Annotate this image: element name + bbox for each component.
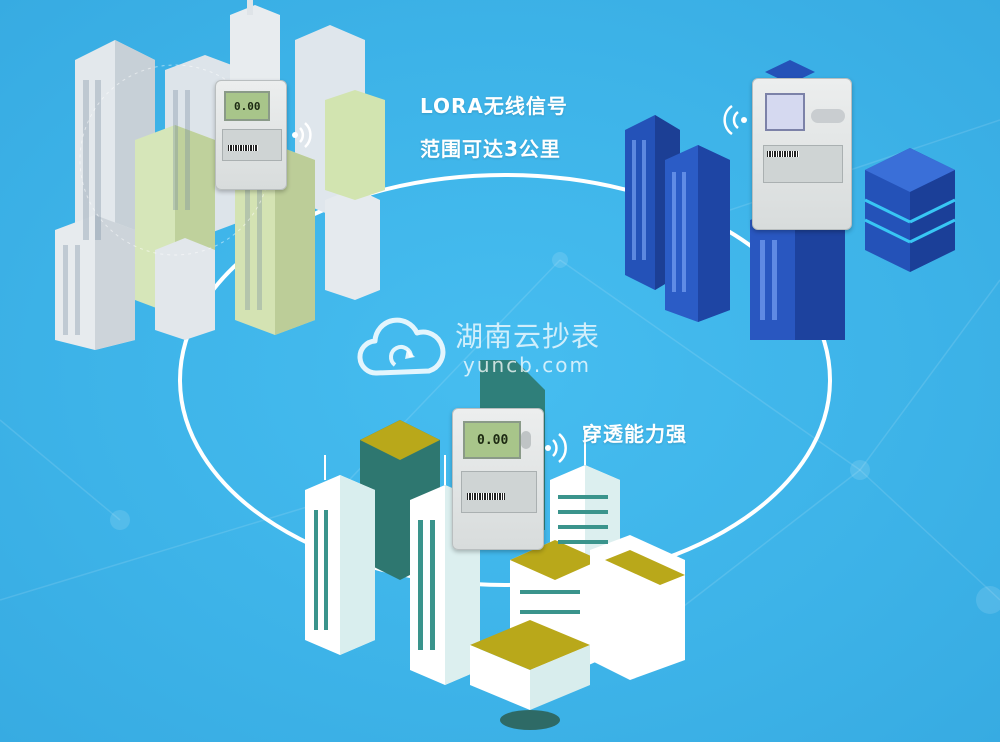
lora-signal-label: LORA无线信号 <box>420 94 568 118</box>
cloud-sync-icon <box>357 317 446 376</box>
meter-display-value: 0.00 <box>234 100 261 113</box>
penetration-label: 穿透能力强 <box>582 422 687 446</box>
smart-meter-bottom: 0.00 <box>452 408 544 550</box>
smart-meter-left: 0.00 <box>215 80 287 190</box>
bottom-city-cluster <box>305 360 685 730</box>
meter-button <box>521 431 531 449</box>
brand-url: yuncb.com <box>463 353 591 377</box>
nav-buttons <box>811 109 845 123</box>
left-city-cluster <box>55 0 385 350</box>
range-label: 范围可达3公里 <box>420 137 561 161</box>
wifi-signal-icon <box>723 104 747 136</box>
wifi-signal-icon <box>545 433 567 463</box>
brand-name: 湖南云抄表 <box>455 320 601 353</box>
right-city-cluster <box>625 60 956 340</box>
wifi-signal-icon <box>292 122 312 148</box>
concentrator-right <box>752 78 852 230</box>
brand-watermark: 湖南云抄表 yuncb.com <box>355 313 605 383</box>
meter-display-value: 0.00 <box>477 433 509 448</box>
